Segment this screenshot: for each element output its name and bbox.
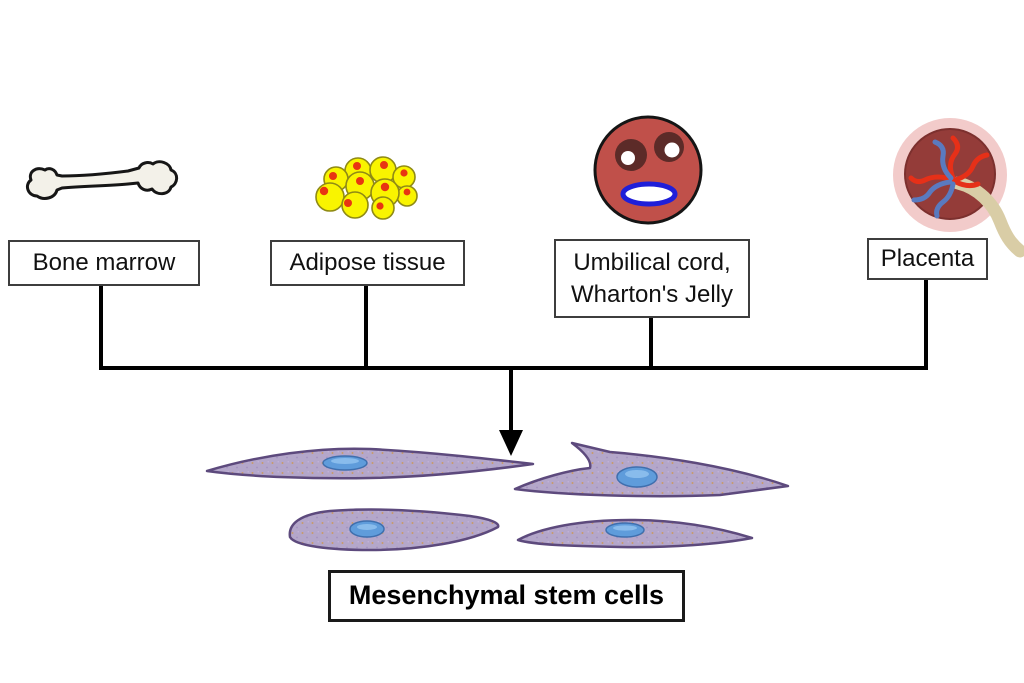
stem-cell-3 <box>288 508 500 552</box>
umbilical-vein <box>620 181 678 207</box>
stem-cell-nuclei-highlights <box>331 458 649 531</box>
adipose-nuclei <box>319 161 411 210</box>
stem-cell-1 <box>205 447 535 480</box>
connector-tree <box>99 278 928 436</box>
result-text: Mesenchymal stem cells <box>348 580 665 611</box>
placenta-vessels-blue <box>911 139 956 219</box>
label-bone-marrow: Bone marrow <box>8 240 200 286</box>
label-text-line1: Umbilical cord, <box>573 249 731 277</box>
umbilical-arteries <box>615 132 684 171</box>
label-umbilical-cord: Umbilical cord, Wharton's Jelly <box>554 239 750 318</box>
bone-icon <box>25 160 179 200</box>
label-text-line2: Wharton's Jelly <box>571 280 733 308</box>
label-text: Bone marrow <box>32 249 176 277</box>
placenta-vessels-red <box>908 135 990 189</box>
label-placenta: Placenta <box>867 238 988 280</box>
label-adipose-tissue: Adipose tissue <box>270 240 465 286</box>
placenta-icon <box>893 118 1024 258</box>
placenta-cord <box>951 176 1024 258</box>
stem-cells-group <box>205 441 790 552</box>
label-mesenchymal-stem-cells: Mesenchymal stem cells <box>328 570 685 622</box>
adipose-tissue-icon <box>315 156 418 220</box>
umbilical-cord-icon <box>593 115 703 225</box>
flow-arrow-head <box>499 430 523 456</box>
label-text: Placenta <box>880 245 975 273</box>
label-text: Adipose tissue <box>289 249 446 277</box>
